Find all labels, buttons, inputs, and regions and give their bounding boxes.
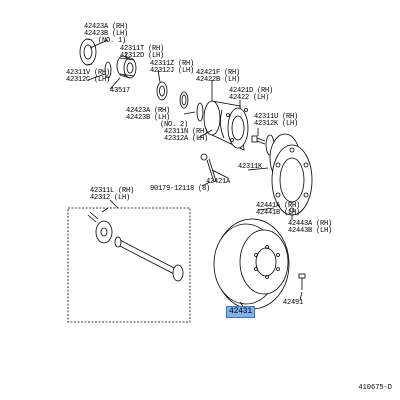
bearing-race xyxy=(156,81,189,109)
gasket xyxy=(265,133,313,216)
callout-hub[interactable]: 42421D (RH)42422 (LH) xyxy=(229,87,274,102)
axle-hub xyxy=(203,100,249,151)
callout-hub-bolt[interactable]: 42311N (RH)42312A (LH) xyxy=(164,128,209,143)
callout-stud-bolt[interactable]: 42311U (RH)42312K (LH) xyxy=(254,113,299,128)
drum-screw xyxy=(298,273,306,290)
callout-42421a[interactable]: 42421A xyxy=(206,178,231,186)
callout-oil-seal-no2[interactable]: 42423A (RH)42423B (LH)(NO. 2) xyxy=(126,107,189,129)
callout-axle-shaft[interactable]: 42311L (RH)42312 (LH) xyxy=(90,187,135,202)
callout-42311k[interactable]: 42311K xyxy=(238,163,263,171)
callout-screw[interactable]: 42491 xyxy=(283,299,304,307)
callout-43517[interactable]: 43517 xyxy=(110,87,131,95)
callout-bearing-inner[interactable]: 42311Z (RH)42312J (LH) xyxy=(150,60,195,75)
diagram-reference-code: 410675-D xyxy=(358,384,392,392)
callout-brake-drum-highlighted[interactable]: 42431 xyxy=(226,306,256,318)
callout-plate[interactable]: 42443A (RH)42443B (LH) xyxy=(288,220,333,235)
hub-bolt xyxy=(251,135,266,145)
oil-seal-no2 xyxy=(196,102,204,122)
bearing-cup xyxy=(104,61,112,79)
brake-drum xyxy=(213,218,290,310)
axle-shaft-box xyxy=(67,207,191,323)
callout-hub-outer[interactable]: 42421F (RH)42422B (LH) xyxy=(196,69,241,84)
callout-bolt-90179[interactable]: 90179-12118 (8) xyxy=(150,185,211,193)
oil-seal-no1 xyxy=(79,38,97,66)
bearing-cone-outer xyxy=(116,55,137,79)
leader-lines xyxy=(87,39,303,309)
stud-bolt xyxy=(200,153,217,183)
callout-bearing-cone[interactable]: 42311T (RH)42312D (LH) xyxy=(120,45,165,60)
callout-bearing-outer[interactable]: 42311V (RH)42312C (LH) xyxy=(66,69,111,84)
callout-oil-seal-no1[interactable]: 42423A (RH)42423B (LH)(NO. 1) xyxy=(84,23,129,45)
callout-gasket[interactable]: 42441A (RH)42441B (LH) xyxy=(256,202,301,217)
